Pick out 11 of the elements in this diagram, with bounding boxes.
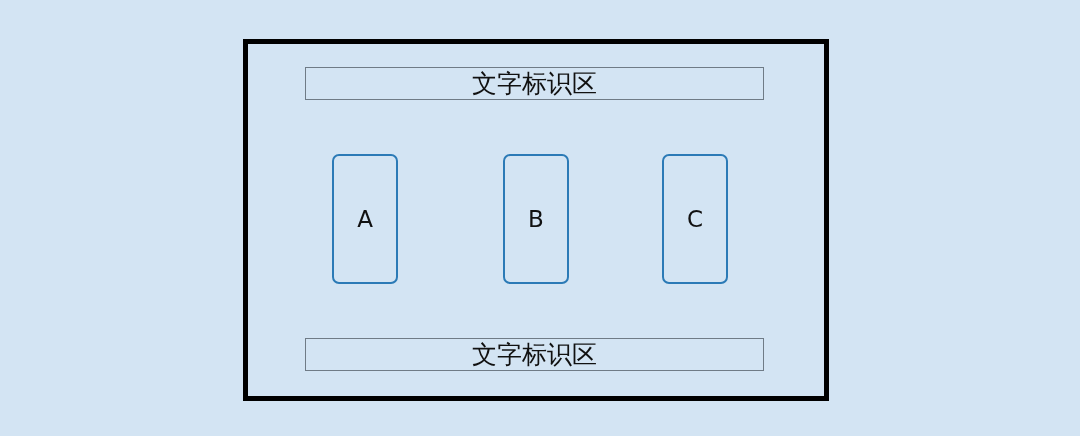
label-band [305, 67, 764, 100]
card-letter: B [528, 206, 544, 232]
outer-frame [243, 39, 829, 401]
rounded-card [503, 154, 569, 284]
label-band [305, 338, 764, 371]
rounded-card [332, 154, 398, 284]
area-label: 文字标识区 [472, 339, 597, 371]
card-letter: C [686, 206, 704, 232]
card-letter: A [357, 206, 373, 232]
area-label: 文字标识区 [472, 68, 597, 100]
rounded-card [662, 154, 728, 284]
